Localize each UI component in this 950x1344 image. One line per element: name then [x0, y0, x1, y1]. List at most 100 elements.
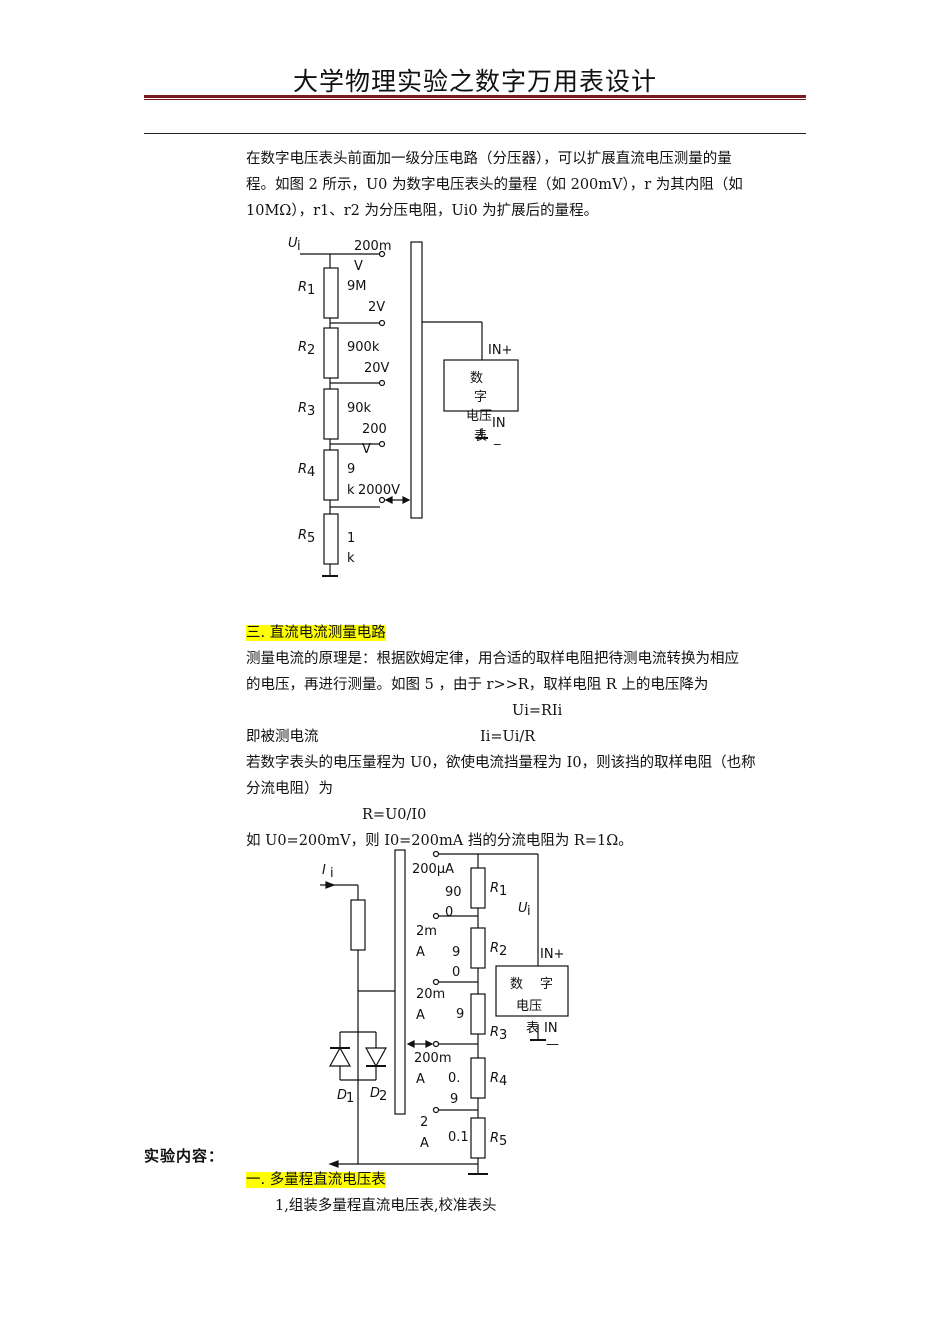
svg-text:R: R	[490, 941, 499, 956]
resistor-r3	[323, 388, 339, 440]
svg-text:A: A	[420, 1136, 429, 1151]
svg-text:R: R	[490, 1025, 499, 1040]
current-shunt-diagram: I i 200μA 2m A 20m A 200m A 2 A 90 0 9 0…	[320, 849, 569, 1175]
intro-line: 程。如图 2 所示，U0 为数字电压表头的量程（如 200mV），r 为其内阻（…	[246, 177, 743, 193]
svg-text:200m: 200m	[414, 1051, 451, 1066]
svg-text:9: 9	[347, 462, 355, 477]
svg-text:D: D	[337, 1088, 347, 1103]
svg-text:R: R	[490, 881, 499, 896]
svg-text:R: R	[298, 280, 307, 295]
example-line: 如 U0=200mV，则 I0=200mA 挡的分流电阻为 R=1Ω。	[246, 833, 633, 849]
svg-text:数: 数	[510, 977, 523, 992]
svg-text:表: 表	[526, 1021, 539, 1036]
svg-text:2V: 2V	[368, 300, 385, 315]
svg-text:0: 0	[452, 965, 460, 980]
svg-text:IN+: IN+	[540, 947, 564, 962]
resistor-r2	[323, 327, 339, 379]
svg-text:R: R	[298, 462, 307, 477]
svg-text:90k: 90k	[347, 401, 372, 416]
svg-text:A: A	[416, 1072, 425, 1087]
svg-text:IN: IN	[492, 416, 506, 431]
svg-text:R: R	[298, 340, 307, 355]
svg-text:3: 3	[499, 1028, 507, 1043]
fuse	[350, 899, 366, 951]
svg-text:IN+: IN+	[488, 343, 512, 358]
resistor-r4	[470, 1057, 486, 1099]
range-switch-bar	[410, 241, 423, 519]
svg-text:表: 表	[474, 429, 487, 444]
section3-line: 的电压，再进行测量。如图 5 ，由于 r>>R，取样电阻 R 上的电压降为	[246, 677, 709, 693]
svg-text:3: 3	[307, 404, 315, 419]
svg-text:_: _	[493, 431, 501, 446]
svg-text:IN: IN	[544, 1021, 558, 1036]
page-title: 大学物理实验之数字万用表设计	[292, 67, 657, 96]
intro-line: 在数字电压表头前面加一级分压电路（分压器），可以扩展直流电压测量的量	[246, 151, 732, 167]
svg-text:电压: 电压	[516, 999, 542, 1014]
formula-ii: Ii=Ui/R	[480, 729, 536, 745]
experiment-subheading: 一. 多量程直流电压表	[246, 1172, 386, 1188]
svg-text:4: 4	[307, 465, 315, 480]
svg-text:200m: 200m	[354, 239, 391, 254]
svg-text:i: i	[297, 239, 301, 254]
svg-text:R: R	[490, 1131, 499, 1146]
svg-text:0: 0	[445, 905, 453, 920]
svg-text:2m: 2m	[416, 924, 437, 939]
header-divider	[144, 133, 806, 134]
experiment-step: 1,组装多量程直流电压表,校准表头	[275, 1198, 497, 1214]
section3-heading: 三. 直流电流测量电路	[246, 625, 386, 641]
digital-voltmeter	[443, 359, 519, 412]
svg-text:A: A	[416, 945, 425, 960]
svg-text:i: i	[527, 904, 531, 919]
digital-voltmeter	[495, 965, 569, 1017]
resistor-r1	[470, 867, 486, 909]
svg-text:5: 5	[307, 531, 315, 546]
svg-text:4: 4	[499, 1074, 507, 1089]
resistor-r5	[323, 513, 339, 565]
svg-text:I: I	[322, 863, 326, 878]
intro-line: 10MΩ），r1、r2 为分压电阻，Ui0 为扩展后的量程。	[246, 203, 599, 219]
svg-text:1: 1	[347, 531, 355, 546]
experiment-heading: 实验内容：	[144, 1147, 225, 1165]
section3-block: 三. 直流电流测量电路 测量电流的原理是：根据欧姆定律，用合适的取样电阻把待测电…	[246, 620, 816, 854]
svg-text:2000V: 2000V	[358, 483, 400, 498]
range-switch-bar	[394, 849, 406, 1115]
resistor-r1	[323, 267, 339, 319]
svg-text:—: —	[546, 1037, 559, 1052]
svg-text:900k: 900k	[347, 340, 380, 355]
svg-text:2: 2	[499, 944, 507, 959]
svg-text:9M: 9M	[347, 279, 367, 294]
formula-ui: Ui=RIi	[512, 703, 563, 719]
intro-paragraph: 在数字电压表头前面加一级分压电路（分压器），可以扩展直流电压测量的量 程。如图 …	[246, 146, 816, 224]
svg-text:2: 2	[307, 343, 315, 358]
header-rule-thin	[144, 99, 806, 100]
svg-text:U: U	[518, 901, 528, 916]
svg-text:9: 9	[452, 945, 460, 960]
svg-text:R: R	[490, 1071, 499, 1086]
svg-text:字: 字	[540, 977, 553, 992]
svg-text:20m: 20m	[416, 987, 445, 1002]
svg-text:2: 2	[420, 1115, 428, 1130]
svg-text:1: 1	[346, 1091, 354, 1106]
svg-text:U: U	[288, 236, 298, 251]
resistor-r2	[470, 927, 486, 969]
svg-text:2: 2	[379, 1089, 387, 1104]
svg-text:数: 数	[470, 371, 483, 386]
resistor-r3	[470, 993, 486, 1035]
svg-text:20V: 20V	[364, 361, 390, 376]
section3-line: 若数字表头的电压量程为 U0，欲使电流挡量程为 I0，则该挡的取样电阻（也称	[246, 755, 756, 771]
svg-text:9: 9	[456, 1007, 464, 1022]
svg-text:k: k	[347, 551, 355, 566]
svg-text:R: R	[298, 528, 307, 543]
current-label: 即被测电流	[246, 729, 319, 745]
svg-text:i: i	[330, 866, 334, 881]
svg-text:1: 1	[499, 884, 507, 899]
svg-text:R: R	[298, 401, 307, 416]
svg-text:200: 200	[362, 422, 387, 437]
formula-r: R=U0/I0	[362, 807, 427, 823]
section3-line: 分流电阻）为	[246, 781, 333, 797]
svg-text:k: k	[347, 483, 355, 498]
svg-text:字: 字	[474, 390, 487, 405]
svg-text:9: 9	[450, 1092, 458, 1107]
resistor-r5	[470, 1117, 486, 1159]
voltage-divider-diagram: U i 200m V 2V 20V 200 V 2000V R 1 R 2 R …	[288, 236, 519, 577]
